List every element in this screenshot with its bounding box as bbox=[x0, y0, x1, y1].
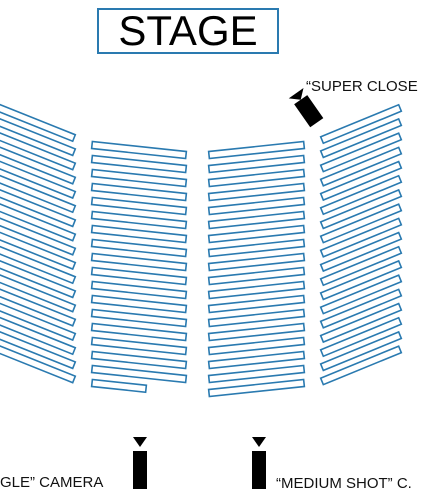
seat-row-center-left-18 bbox=[90, 378, 148, 394]
seat-row-center-right-15 bbox=[207, 336, 306, 356]
seat-row-left-16 bbox=[0, 314, 77, 356]
seat-row-left-7 bbox=[0, 186, 77, 228]
seat-row-center-right-17 bbox=[207, 364, 306, 384]
seat-row-right-4 bbox=[319, 146, 403, 187]
seat-row-center-left-10 bbox=[90, 266, 188, 286]
seat-row-left-3 bbox=[0, 130, 77, 171]
camera-wide-angle-icon bbox=[133, 437, 147, 489]
seat-row-center-right-6 bbox=[207, 210, 306, 230]
seat-row-left-6 bbox=[0, 172, 77, 214]
seat-row-left-2 bbox=[0, 115, 77, 157]
seat-row-center-right-5 bbox=[207, 196, 306, 216]
seat-row-left-15 bbox=[0, 300, 77, 342]
stage-label: STAGE bbox=[97, 8, 279, 54]
seat-row-right-2 bbox=[319, 117, 403, 159]
seat-row-left-17 bbox=[0, 328, 77, 370]
seat-row-center-left-14 bbox=[90, 322, 188, 342]
seat-row-right-15 bbox=[319, 302, 403, 344]
seat-row-right-10 bbox=[319, 231, 403, 273]
seat-row-center-right-10 bbox=[207, 266, 306, 286]
seat-row-center-left-6 bbox=[90, 210, 188, 230]
seat-row-left-12 bbox=[0, 257, 77, 299]
seat-row-right-16 bbox=[319, 316, 403, 358]
seat-row-center-left-3 bbox=[90, 168, 188, 188]
seat-row-left-13 bbox=[0, 272, 77, 313]
seat-row-right-14 bbox=[319, 288, 403, 329]
camera-wide-angle-label: GLE” CAMERA bbox=[0, 474, 104, 491]
seat-row-right-9 bbox=[319, 217, 403, 258]
seat-row-center-right-2 bbox=[207, 154, 306, 174]
seat-row-right-6 bbox=[319, 174, 403, 216]
seat-row-center-right-1 bbox=[207, 140, 306, 160]
seat-row-right-12 bbox=[319, 259, 403, 301]
seat-row-right-13 bbox=[319, 274, 403, 315]
seat-row-center-left-2 bbox=[90, 154, 188, 174]
camera-super-closeup-label: “SUPER CLOSE bbox=[306, 78, 418, 95]
seat-row-right-7 bbox=[319, 188, 403, 230]
seat-row-center-right-13 bbox=[207, 308, 306, 328]
seat-row-left-10 bbox=[0, 229, 77, 271]
seat-row-center-right-7 bbox=[207, 224, 306, 244]
seat-row-center-right-14 bbox=[207, 322, 306, 342]
seat-row-right-5 bbox=[319, 160, 403, 202]
seat-row-right-17 bbox=[319, 330, 403, 372]
seat-row-center-left-1 bbox=[90, 140, 188, 160]
seat-row-center-right-3 bbox=[207, 168, 306, 188]
camera-super-closeup-icon bbox=[288, 88, 324, 128]
seat-row-left-1 bbox=[0, 101, 77, 143]
seat-row-center-left-5 bbox=[90, 196, 188, 216]
seat-row-center-left-12 bbox=[90, 294, 188, 314]
seat-row-left-8 bbox=[0, 201, 77, 242]
seat-row-left-18 bbox=[0, 343, 77, 384]
seat-row-left-9 bbox=[0, 215, 77, 256]
seat-row-center-right-11 bbox=[207, 280, 306, 300]
seat-row-right-3 bbox=[319, 132, 403, 173]
seat-row-left-14 bbox=[0, 286, 77, 327]
seat-rows bbox=[0, 101, 403, 398]
seat-row-center-left-11 bbox=[90, 280, 188, 300]
seat-row-left-4 bbox=[0, 144, 77, 185]
seat-row-right-11 bbox=[319, 245, 403, 287]
seat-row-center-left-17 bbox=[90, 364, 188, 384]
seat-row-right-1 bbox=[319, 103, 403, 145]
seat-row-center-right-8 bbox=[207, 238, 306, 258]
camera-medium-shot-label: “MEDIUM SHOT” C. bbox=[276, 475, 412, 492]
seat-row-right-18 bbox=[319, 345, 403, 386]
seat-row-center-right-4 bbox=[207, 182, 306, 202]
seat-row-left-5 bbox=[0, 158, 77, 200]
seat-row-center-left-4 bbox=[90, 182, 188, 202]
seat-row-left-11 bbox=[0, 243, 77, 285]
seat-row-center-right-18 bbox=[207, 378, 306, 398]
seat-row-center-left-8 bbox=[90, 238, 188, 258]
seat-row-center-left-15 bbox=[90, 336, 188, 356]
seat-row-right-8 bbox=[319, 203, 403, 244]
camera-medium-shot-icon bbox=[252, 437, 266, 489]
seat-row-center-left-13 bbox=[90, 308, 188, 328]
seat-row-center-right-9 bbox=[207, 252, 306, 272]
seat-row-center-left-9 bbox=[90, 252, 188, 272]
seat-row-center-right-16 bbox=[207, 350, 306, 370]
seat-row-center-left-7 bbox=[90, 224, 188, 244]
seat-row-center-right-12 bbox=[207, 294, 306, 314]
seat-row-center-left-16 bbox=[90, 350, 188, 370]
